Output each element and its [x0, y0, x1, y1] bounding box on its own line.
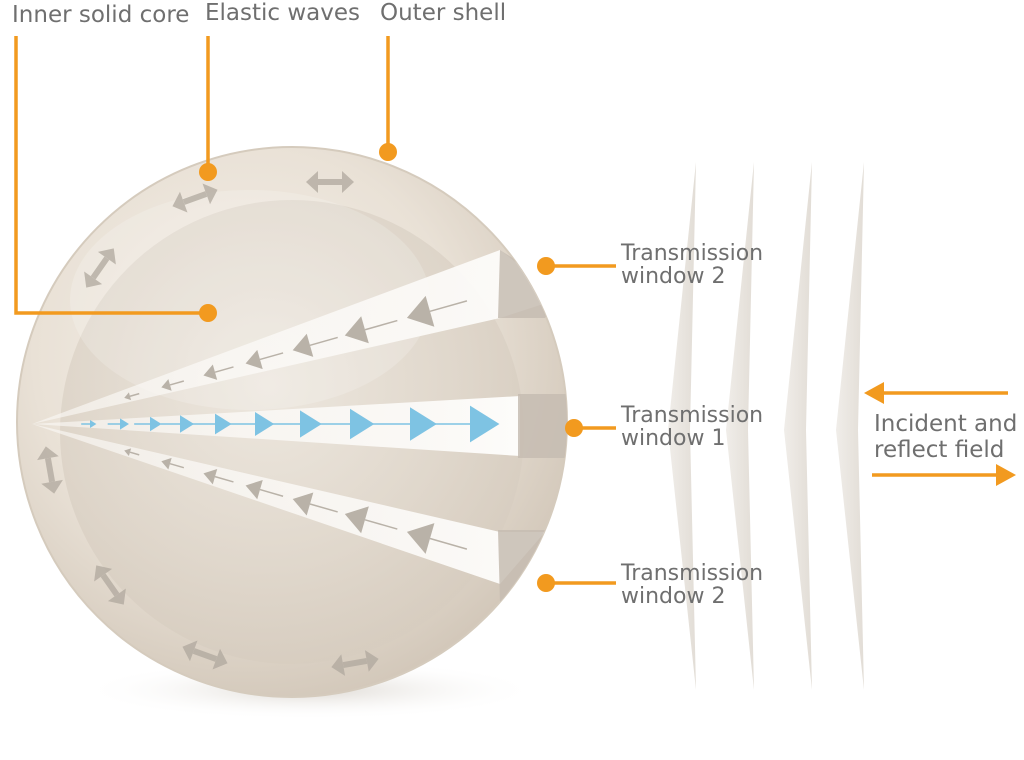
double-headed-arrow-icon: [94, 565, 126, 605]
blue-wave-arrow: [228, 412, 275, 436]
blue-wave-arrow: [316, 408, 375, 440]
wavefronts: [668, 162, 864, 690]
blue-wave-arrow: [107, 418, 129, 430]
gray-wave-arrow: [245, 479, 284, 500]
elastic-wave-arrows: [37, 171, 379, 676]
double-headed-arrow-icon: [331, 650, 379, 676]
gray-wave-arrow: [406, 523, 468, 554]
inner-core-label: Inner solid core: [12, 2, 189, 28]
window-2-wave-arrows: [124, 295, 468, 554]
blue-wave-arrow: [134, 416, 162, 432]
gray-wave-arrow: [203, 364, 234, 380]
double-headed-arrow-icon: [84, 248, 116, 288]
chevron-wavefront-icon: [836, 162, 864, 690]
gray-wave-arrow: [161, 457, 185, 470]
double-headed-arrow-icon: [182, 640, 228, 670]
double-headed-arrow-icon: [172, 183, 218, 213]
elastic-waves-dot: [199, 163, 217, 181]
blue-wave-arrow: [270, 410, 322, 438]
gray-wave-arrow: [344, 316, 398, 344]
tw2-bottom-dot: [537, 574, 555, 592]
blue-wave-arrow: [81, 420, 97, 428]
incident-arrow: [864, 382, 1008, 404]
gray-wave-arrow: [292, 333, 338, 357]
tw1-dot: [565, 419, 583, 437]
elastic-waves-label: Elastic waves: [205, 0, 360, 26]
gray-wave-arrow: [203, 468, 234, 485]
double-headed-arrow-icon: [306, 171, 354, 193]
window-1-wave-arrows: [81, 405, 500, 443]
gray-wave-arrow: [161, 379, 185, 391]
gray-wave-arrow: [406, 295, 468, 327]
blue-wave-arrow: [160, 415, 195, 433]
double-headed-arrow-icon: [37, 446, 63, 494]
wedge-window-1: [32, 396, 520, 456]
blue-wave-arrow: [192, 413, 232, 435]
tw2-top-dot: [537, 257, 555, 275]
gray-wave-arrow: [344, 506, 398, 534]
incident-label-line2: reflect field: [874, 437, 1004, 463]
gray-wave-arrow: [124, 392, 140, 401]
gray-wave-arrow: [245, 349, 284, 370]
inner-core-leader: [14, 36, 208, 315]
gray-wave-arrow: [292, 492, 338, 516]
gray-wave-arrow: [124, 448, 140, 457]
tw2-bottom-label-line1: Transmission: [620, 561, 763, 586]
inner-core-dot: [199, 304, 217, 322]
blue-wave-arrow: [373, 407, 437, 441]
outer-shell-label: Outer shell: [380, 0, 506, 26]
window-1-band: [518, 394, 567, 458]
tw2-top-label-line2: window 2: [621, 264, 725, 289]
sphere-highlight: [70, 190, 430, 410]
tw1-label-line2: window 1: [621, 426, 725, 451]
wedge-window-2-top: [32, 250, 562, 424]
tw2-bottom-label-line2: window 2: [621, 584, 725, 609]
chevron-wavefront-icon: [784, 162, 812, 690]
chevron-wavefront-icon: [668, 162, 696, 690]
reflect-arrow: [872, 464, 1016, 486]
incident-label-line1: Incident and: [874, 411, 1017, 437]
blue-wave-arrow: [429, 405, 500, 443]
chevron-wavefront-icon: [726, 162, 754, 690]
wedge-window-2-bottom: [32, 424, 545, 584]
outer-shell-dot: [379, 143, 397, 161]
tw2-top-label-line1: Transmission: [620, 241, 763, 266]
tw1-label-line1: Transmission: [620, 403, 763, 428]
